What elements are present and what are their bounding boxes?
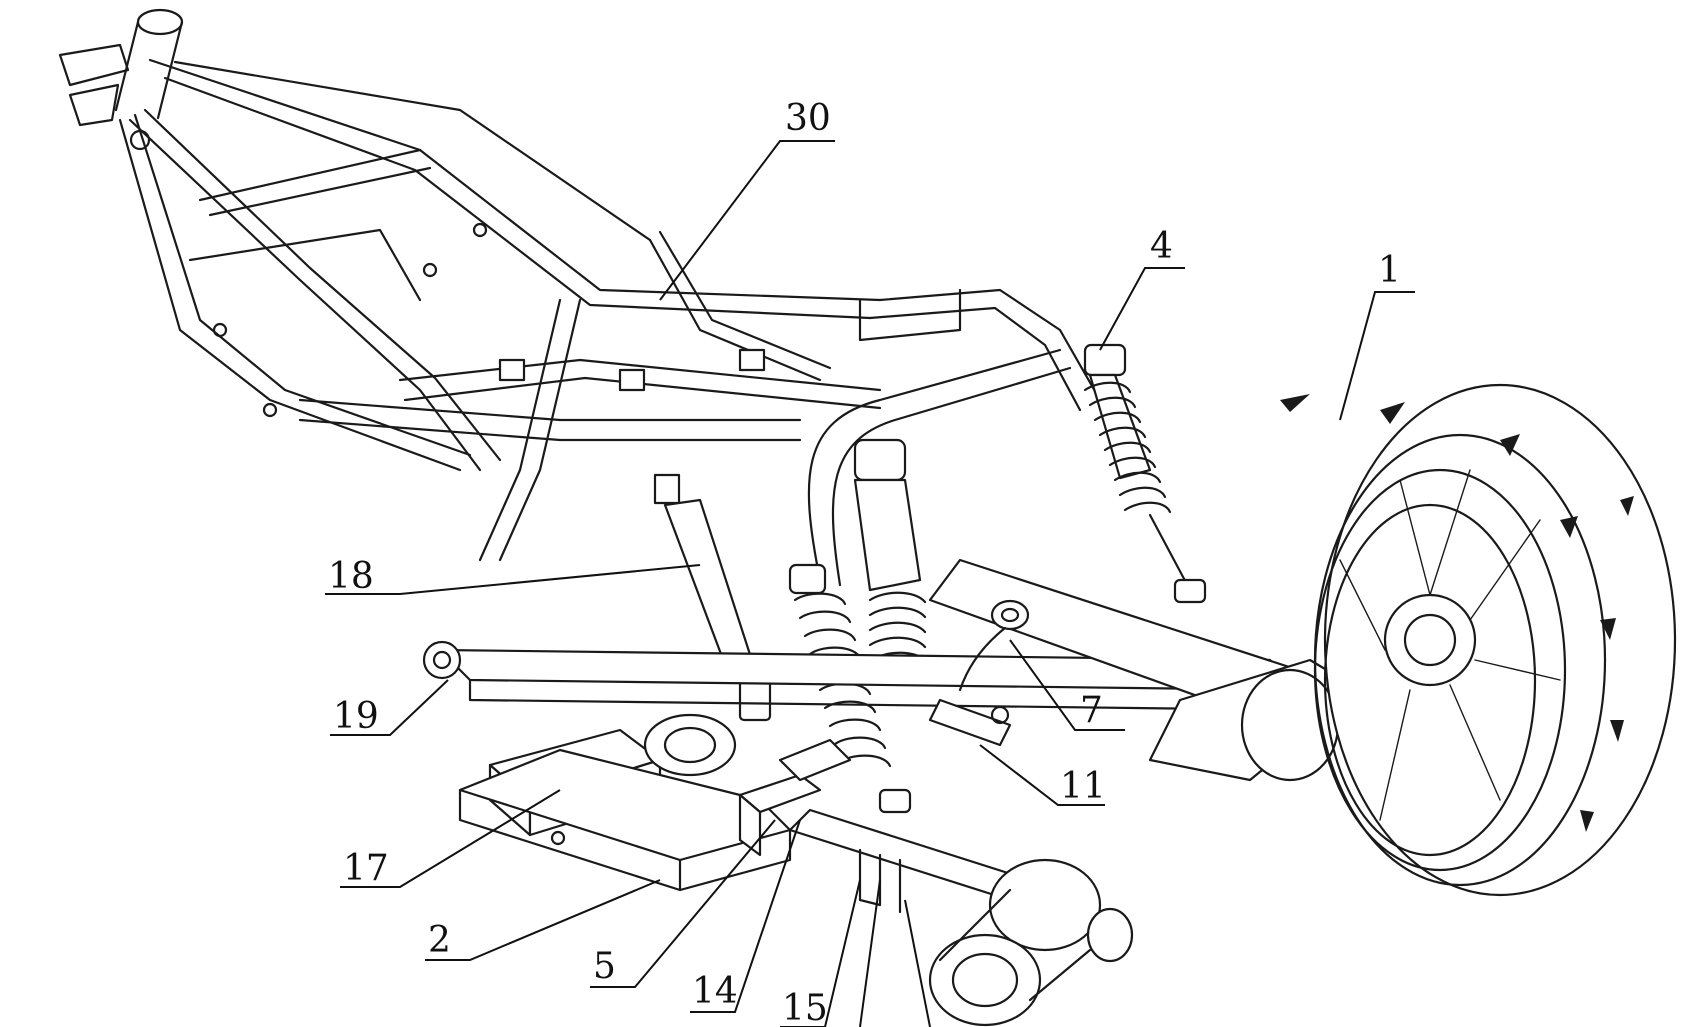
leader-2 bbox=[425, 879, 661, 961]
callout-7: 7 bbox=[1080, 690, 1103, 731]
link-arm bbox=[928, 599, 1030, 747]
callout-2: 2 bbox=[428, 920, 451, 961]
leader-7 bbox=[1009, 639, 1125, 731]
callout-4: 4 bbox=[1150, 226, 1173, 267]
leader-16b bbox=[904, 899, 931, 1027]
leader-19 bbox=[330, 679, 449, 736]
leader-17 bbox=[340, 789, 561, 888]
leader-15 bbox=[780, 879, 861, 1027]
rear-hoop bbox=[807, 348, 1072, 587]
linkage-rod bbox=[653, 473, 772, 722]
callout-17: 17 bbox=[343, 848, 389, 889]
leader-14 bbox=[690, 819, 801, 1013]
leader-lines bbox=[325, 140, 1415, 1027]
lower-swingarm bbox=[458, 713, 1134, 1027]
callout-1: 1 bbox=[1378, 250, 1401, 291]
leader-5 bbox=[590, 819, 776, 988]
callout-14: 14 bbox=[692, 971, 738, 1012]
callout-15: 15 bbox=[782, 988, 828, 1027]
main-frame bbox=[58, 8, 1102, 562]
leader-11 bbox=[979, 744, 1105, 806]
leader-16a bbox=[859, 879, 881, 1027]
callout-19: 19 bbox=[333, 696, 379, 737]
leader-30 bbox=[659, 140, 835, 301]
rear-wheel bbox=[1280, 383, 1677, 897]
rear-axle-tube bbox=[928, 558, 1422, 782]
rear-shock-absorber-right bbox=[1083, 343, 1207, 604]
leader-18 bbox=[325, 564, 701, 595]
callout-5: 5 bbox=[593, 946, 616, 987]
callout-18: 18 bbox=[328, 556, 374, 597]
leader-1 bbox=[1339, 291, 1415, 421]
callout-30: 30 bbox=[785, 98, 831, 139]
callout-labels: 30 4 1 18 19 7 11 17 2 5 14 15 bbox=[328, 98, 1401, 1027]
callout-11: 11 bbox=[1060, 766, 1106, 807]
leader-4 bbox=[1099, 267, 1185, 351]
